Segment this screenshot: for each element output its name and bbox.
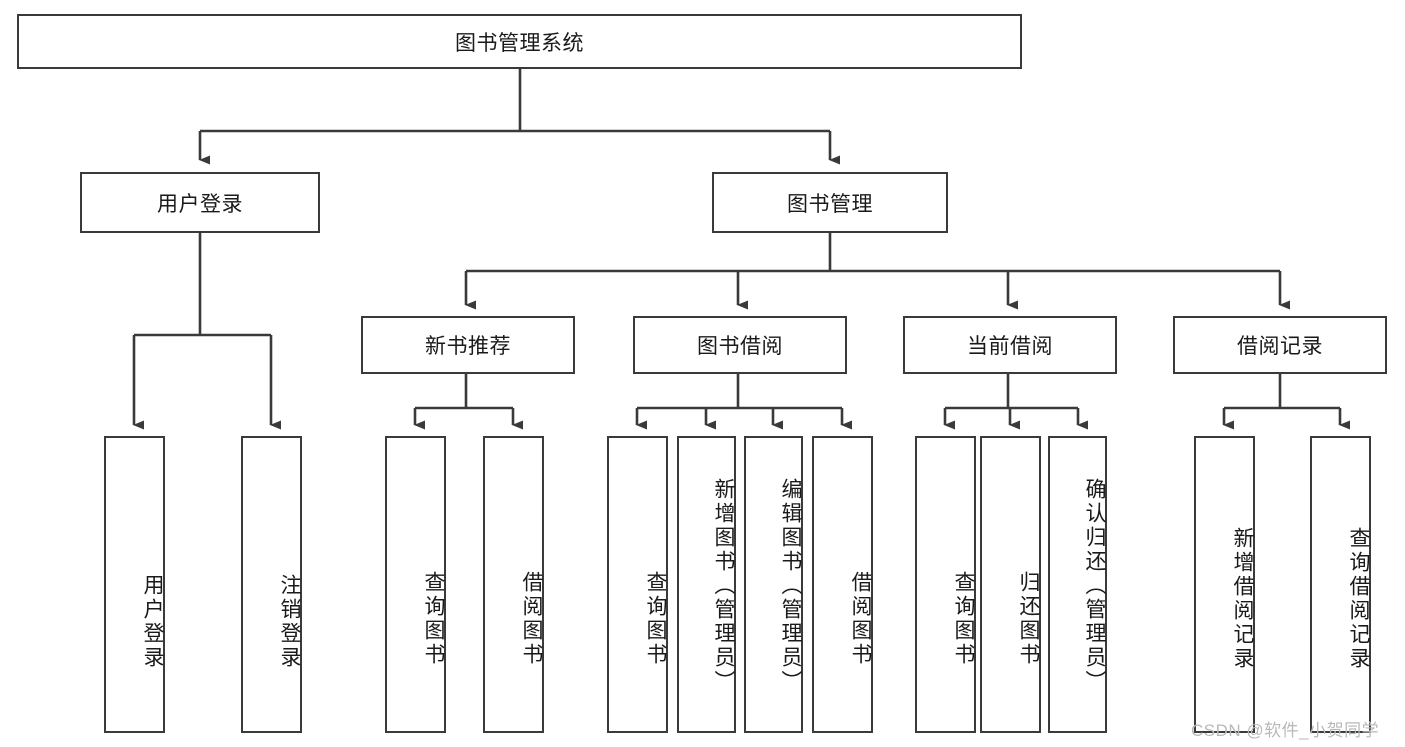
node-leaf-return-book[interactable]: 归还图书 bbox=[980, 436, 1041, 733]
node-user-login-label: 用户登录 bbox=[157, 192, 243, 216]
node-borrow-record-label: 借阅记录 bbox=[1237, 335, 1323, 358]
node-leaf-query-record-label: 查询借阅记录 bbox=[1347, 526, 1370, 671]
watermark: CSDN @软件_小贺同学 bbox=[1191, 721, 1380, 740]
node-leaf-return-book-label: 归还图书 bbox=[1017, 570, 1040, 667]
node-leaf-query-book-1-label: 查询图书 bbox=[422, 570, 445, 667]
node-leaf-query-book-3-label: 查询图书 bbox=[952, 570, 975, 667]
node-leaf-confirm-return[interactable]: 确认归还（管理员） bbox=[1048, 436, 1107, 733]
node-leaf-add-record-label: 新增借阅记录 bbox=[1231, 526, 1254, 671]
node-book-management-label: 图书管理 bbox=[787, 192, 873, 216]
node-leaf-logout[interactable]: 注销登录 bbox=[241, 436, 302, 733]
node-leaf-query-book-1[interactable]: 查询图书 bbox=[385, 436, 446, 733]
node-new-book-recommend[interactable]: 新书推荐 bbox=[361, 316, 575, 374]
node-leaf-borrow-book-2[interactable]: 借阅图书 bbox=[812, 436, 873, 733]
node-leaf-borrow-book-2-label: 借阅图书 bbox=[849, 570, 872, 667]
node-leaf-add-book[interactable]: 新增图书（管理员） bbox=[677, 436, 736, 733]
node-leaf-borrow-book-1-label: 借阅图书 bbox=[520, 570, 543, 667]
node-leaf-add-book-label: 新增图书（管理员） bbox=[712, 477, 735, 694]
node-book-borrow[interactable]: 图书借阅 bbox=[633, 316, 847, 374]
node-user-login[interactable]: 用户登录 bbox=[80, 172, 320, 233]
node-root-label: 图书管理系统 bbox=[455, 31, 584, 55]
node-leaf-query-book-3[interactable]: 查询图书 bbox=[915, 436, 976, 733]
node-leaf-confirm-return-label: 确认归还（管理员） bbox=[1083, 477, 1106, 694]
node-root[interactable]: 图书管理系统 bbox=[17, 14, 1022, 69]
node-leaf-edit-book[interactable]: 编辑图书（管理员） bbox=[744, 436, 803, 733]
node-leaf-logout-label: 注销登录 bbox=[278, 574, 301, 670]
node-borrow-record[interactable]: 借阅记录 bbox=[1173, 316, 1387, 374]
node-leaf-query-book-2-label: 查询图书 bbox=[644, 570, 667, 667]
node-leaf-user-login[interactable]: 用户登录 bbox=[104, 436, 165, 733]
node-leaf-borrow-book-1[interactable]: 借阅图书 bbox=[483, 436, 544, 733]
node-book-borrow-label: 图书借阅 bbox=[697, 335, 783, 358]
node-leaf-query-book-2[interactable]: 查询图书 bbox=[607, 436, 668, 733]
node-leaf-edit-book-label: 编辑图书（管理员） bbox=[779, 477, 802, 694]
node-leaf-query-record[interactable]: 查询借阅记录 bbox=[1310, 436, 1371, 733]
node-leaf-user-login-label: 用户登录 bbox=[141, 574, 164, 670]
node-current-borrow[interactable]: 当前借阅 bbox=[903, 316, 1117, 374]
node-book-management[interactable]: 图书管理 bbox=[712, 172, 948, 233]
node-new-book-recommend-label: 新书推荐 bbox=[425, 335, 511, 358]
node-current-borrow-label: 当前借阅 bbox=[967, 335, 1053, 358]
node-leaf-add-record[interactable]: 新增借阅记录 bbox=[1194, 436, 1255, 733]
